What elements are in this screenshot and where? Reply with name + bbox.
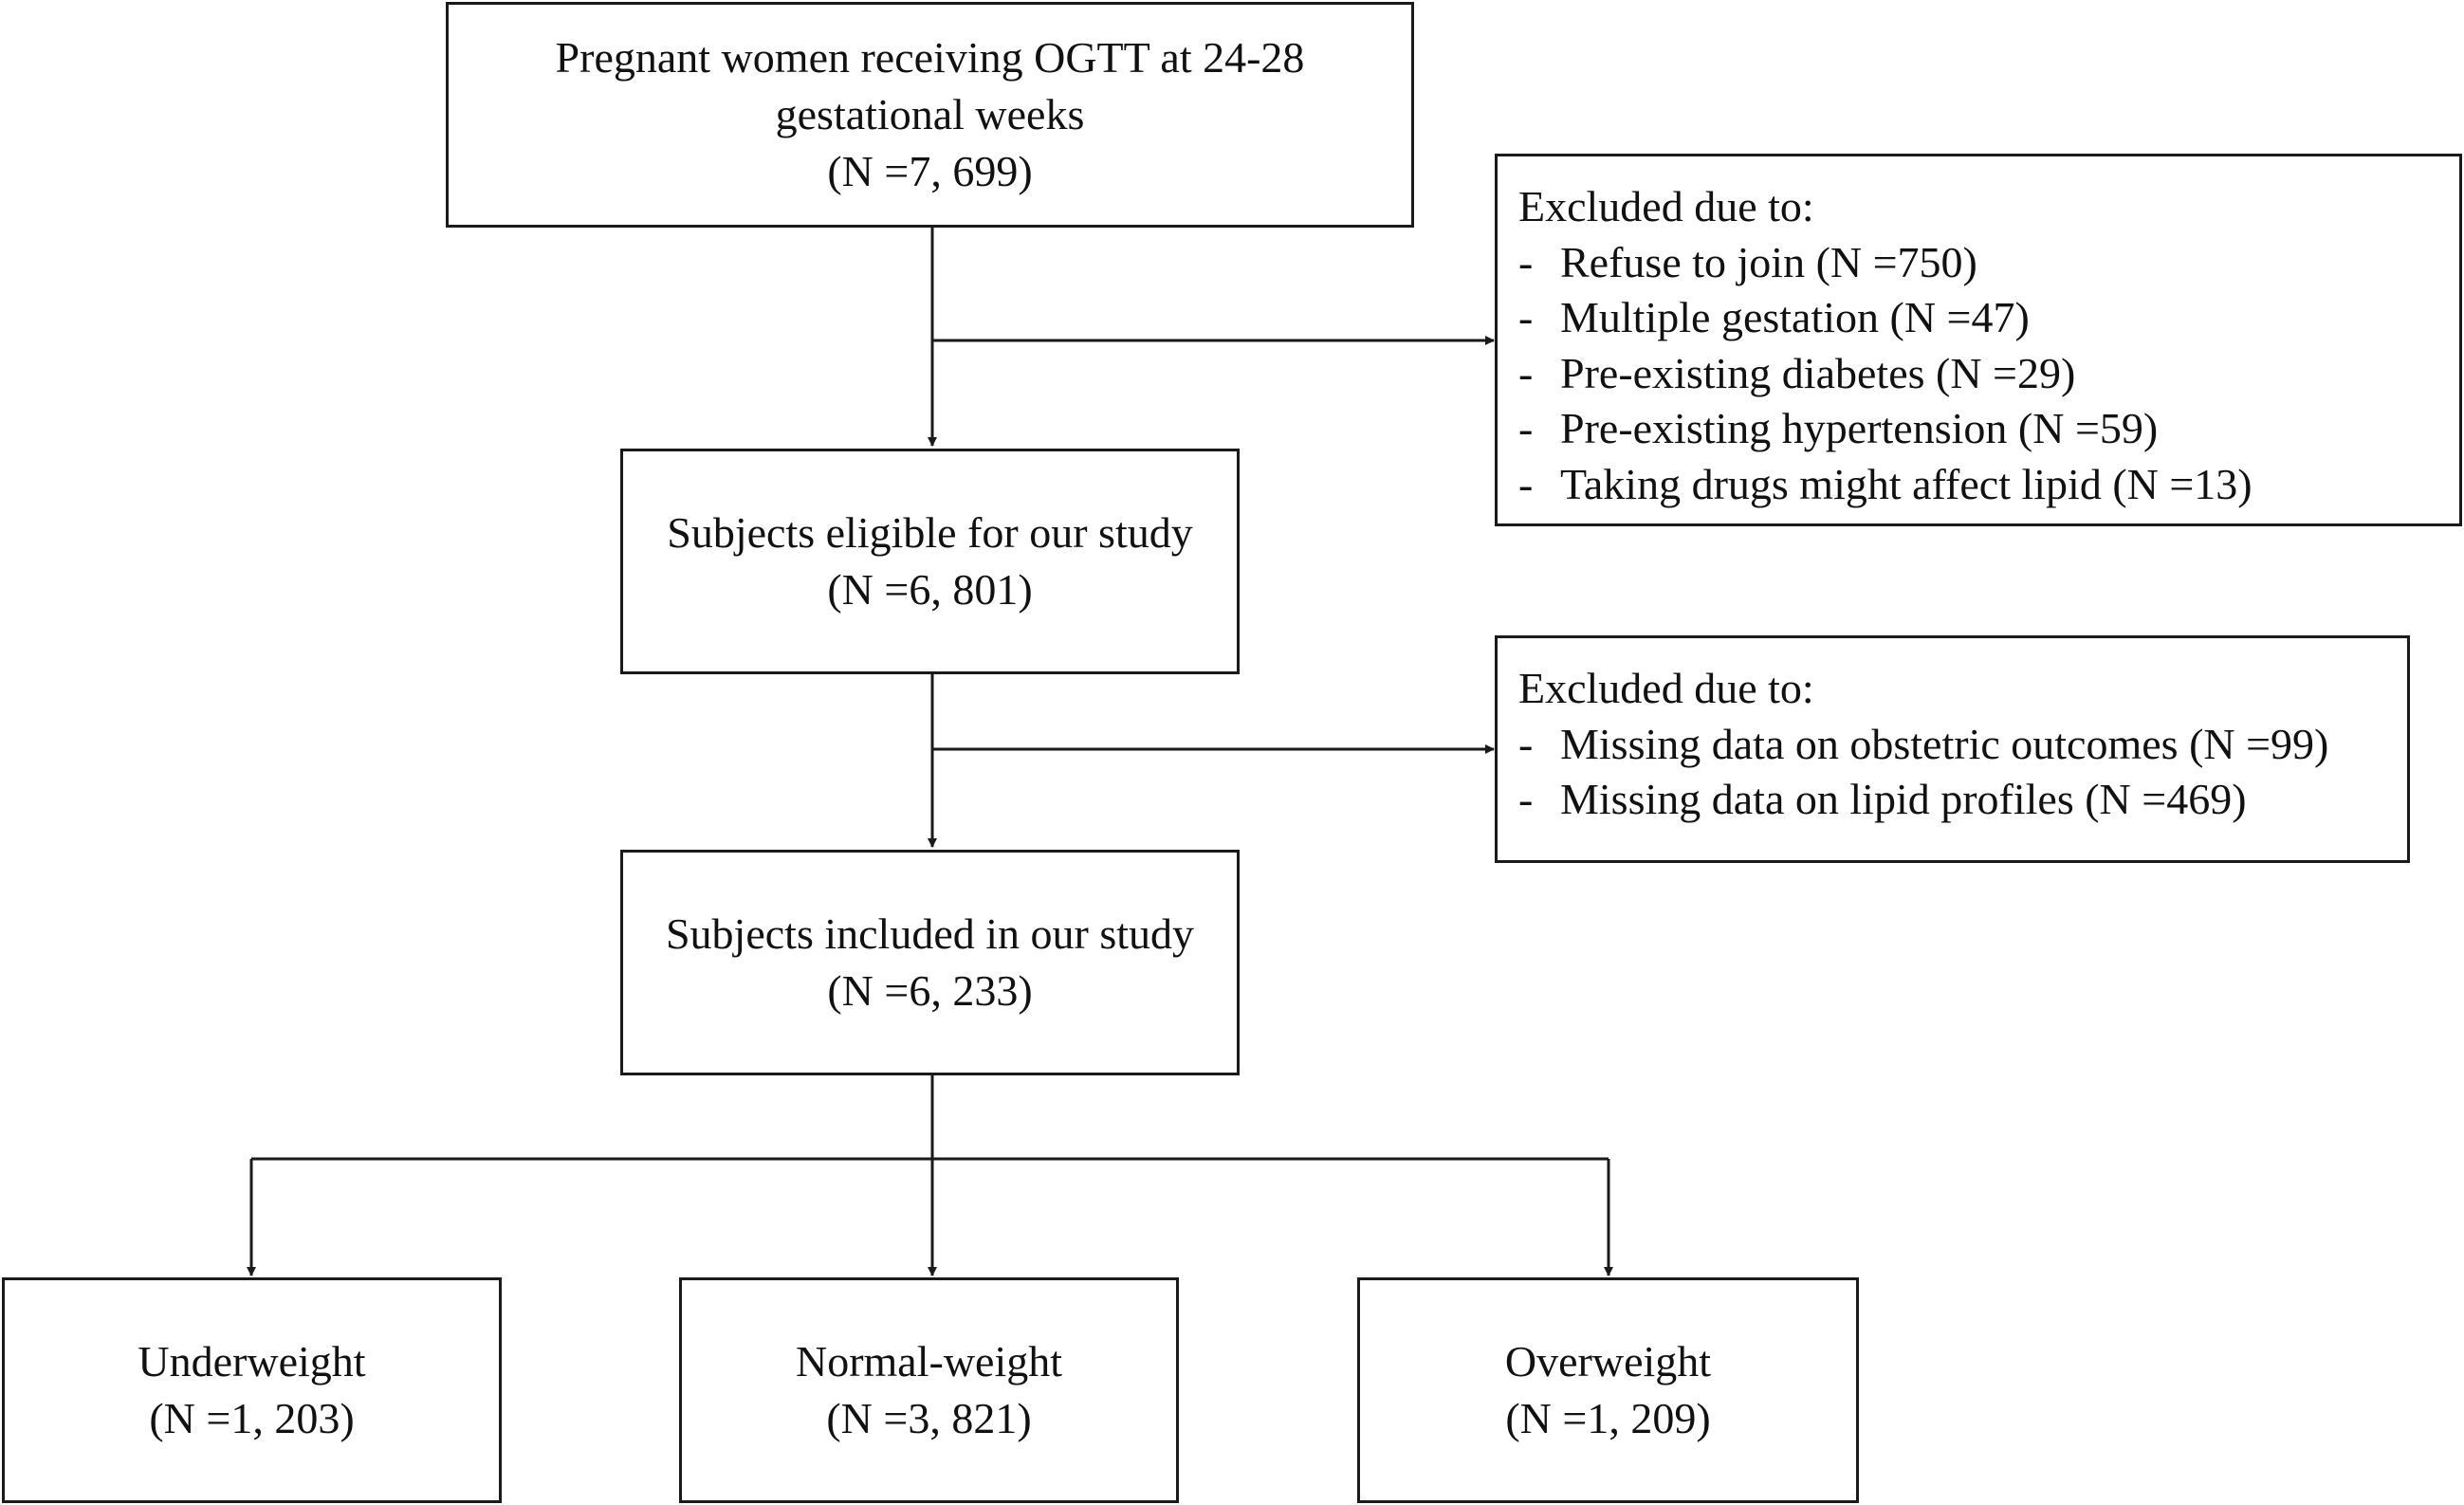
overweight-label: Overweight xyxy=(1504,1337,1712,1386)
normal-weight-count: (N =3, 821) xyxy=(826,1394,1032,1442)
eligible-count: (N =6, 801) xyxy=(827,565,1033,614)
exclusion-1-item: -Multiple gestation (N =47) xyxy=(1518,290,2459,346)
underweight-count: (N =1, 203) xyxy=(149,1394,355,1442)
bullet-dash: - xyxy=(1518,293,1534,341)
included-count: (N =6, 233) xyxy=(827,966,1033,1015)
exclusion-1-item: -Refuse to join (N =750) xyxy=(1518,235,2459,291)
exclusion-1-item: -Pre-existing diabetes (N =29) xyxy=(1518,346,2459,402)
exclusion-2-item: -Missing data on lipid profiles (N =469) xyxy=(1518,772,2407,828)
start-line1: Pregnant women receiving OGTT at 24-28 xyxy=(555,33,1305,82)
exclusion-1-item-text: Pre-existing diabetes (N =29) xyxy=(1560,348,2076,397)
exclusion-2-item-text: Missing data on lipid profiles (N =469) xyxy=(1560,775,2247,823)
exclusion-box-2: Excluded due to: -Missing data on obstet… xyxy=(1495,635,2410,863)
bullet-dash: - xyxy=(1518,775,1534,823)
underweight-box: Underweight (N =1, 203) xyxy=(2,1277,502,1503)
underweight-label: Underweight xyxy=(138,1337,366,1386)
included-line1: Subjects included in our study xyxy=(665,909,1195,958)
included-box: Subjects included in our study (N =6, 23… xyxy=(620,850,1240,1075)
exclusion-1-item: -Pre-existing hypertension (N =59) xyxy=(1518,401,2459,457)
exclusion-1-item-text: Taking drugs might affect lipid (N =13) xyxy=(1560,459,2253,508)
exclusion-1-heading: Excluded due to: xyxy=(1518,182,1814,230)
exclusion-2-heading: Excluded due to: xyxy=(1518,664,1814,712)
exclusion-1-item-text: Multiple gestation (N =47) xyxy=(1560,293,2030,341)
overweight-box: Overweight (N =1, 209) xyxy=(1357,1277,1859,1503)
bullet-dash: - xyxy=(1518,237,1534,286)
exclusion-2-item-text: Missing data on obstetric outcomes (N =9… xyxy=(1560,719,2329,768)
start-box: Pregnant women receiving OGTT at 24-28 g… xyxy=(446,2,1414,228)
eligible-line1: Subjects eligible for our study xyxy=(667,508,1193,557)
exclusion-2-item: -Missing data on obstetric outcomes (N =… xyxy=(1518,717,2407,773)
start-line2: gestational weeks xyxy=(775,90,1085,138)
exclusion-1-item-text: Pre-existing hypertension (N =59) xyxy=(1560,404,2159,452)
bullet-dash: - xyxy=(1518,459,1534,508)
normal-weight-box: Normal-weight (N =3, 821) xyxy=(679,1277,1179,1503)
exclusion-1-item-text: Refuse to join (N =750) xyxy=(1560,237,1977,286)
start-count: (N =7, 699) xyxy=(827,147,1033,195)
bullet-dash: - xyxy=(1518,404,1534,452)
eligible-box: Subjects eligible for our study (N =6, 8… xyxy=(620,449,1240,674)
normal-weight-label: Normal-weight xyxy=(795,1337,1063,1386)
bullet-dash: - xyxy=(1518,719,1534,768)
exclusion-box-1: Excluded due to: -Refuse to join (N =750… xyxy=(1495,154,2462,526)
exclusion-1-item: -Taking drugs might affect lipid (N =13) xyxy=(1518,457,2459,513)
bullet-dash: - xyxy=(1518,348,1534,397)
overweight-count: (N =1, 209) xyxy=(1505,1394,1711,1442)
